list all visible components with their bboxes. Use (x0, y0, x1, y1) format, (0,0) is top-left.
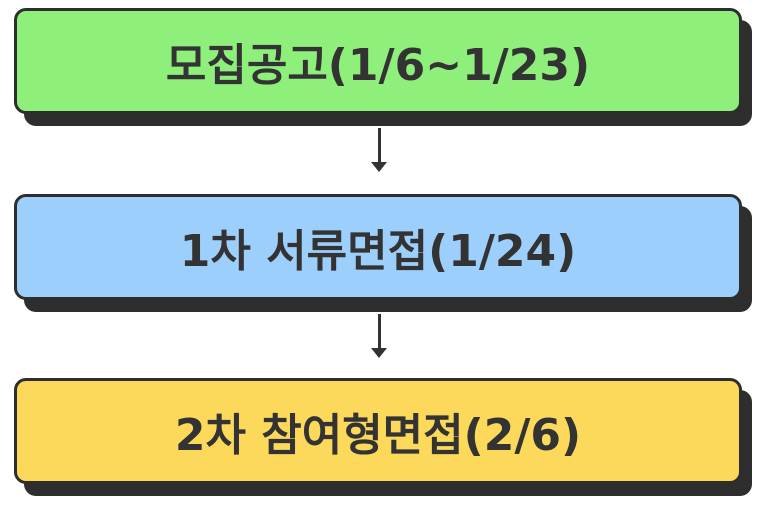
arrow-line (378, 314, 381, 350)
arrow-head (371, 162, 387, 172)
step-label: 1차 서류면접(1/24) (179, 226, 577, 277)
step-recruitment-notice: 모집공고(1/6~1/23) (14, 8, 752, 126)
step-participatory-interview: 2차 참여형면접(2/6) (14, 378, 752, 496)
step-box: 1차 서류면접(1/24) (14, 194, 742, 300)
step-box: 2차 참여형면접(2/6) (14, 378, 742, 484)
arrow-head (371, 348, 387, 358)
step-label: 모집공고(1/6~1/23) (165, 40, 591, 91)
arrow-down-icon (371, 128, 387, 174)
arrow-line (378, 128, 381, 164)
arrow-down-icon (371, 314, 387, 360)
step-document-interview: 1차 서류면접(1/24) (14, 194, 752, 312)
step-label: 2차 참여형면접(2/6) (174, 410, 582, 461)
step-box: 모집공고(1/6~1/23) (14, 8, 742, 114)
